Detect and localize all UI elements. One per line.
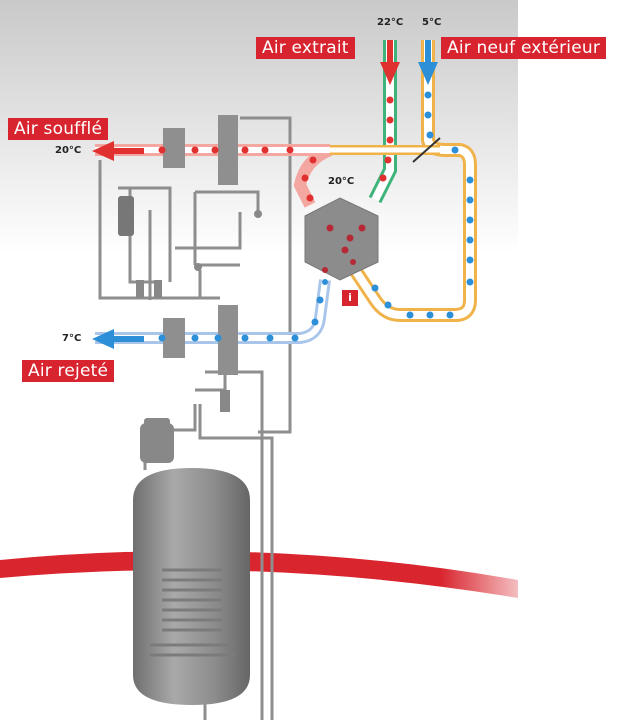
heat-exchanger [304, 197, 379, 281]
air-neuf-label: Air neuf extérieur [441, 37, 607, 59]
air-rejete-label: Air rejeté [22, 360, 115, 382]
filter [220, 390, 230, 412]
exhaust-fan [163, 305, 238, 375]
fresh-air-arrow [418, 40, 438, 85]
air-souffle-label: Air soufflé [8, 118, 109, 140]
supply-arrow [92, 141, 144, 161]
temp-rejete: 7°C [62, 333, 82, 344]
hot-air-dots [158, 96, 394, 202]
damper [412, 137, 441, 163]
temp-souffle: 20°C [55, 145, 82, 156]
info-icon[interactable]: i [342, 290, 358, 306]
temp-neuf: 5°C [422, 17, 442, 28]
exhaust-arrow [92, 329, 144, 349]
valve-1 [254, 210, 262, 218]
valve-2 [194, 263, 202, 271]
compressor [140, 418, 174, 463]
red-swoosh-band [0, 551, 518, 598]
extract-arrow [380, 40, 400, 85]
temp-extrait: 22°C [377, 17, 404, 28]
air-extrait-label: Air extrait [256, 37, 355, 59]
valve-4 [154, 280, 162, 298]
valve-3 [136, 280, 144, 298]
cold-air-dots [158, 91, 474, 342]
accumulator [118, 196, 134, 236]
water-tank [133, 468, 250, 705]
temp-echangeur: 20°C [328, 176, 355, 187]
exchanger-dots [322, 224, 366, 273]
supply-fan [163, 115, 238, 185]
